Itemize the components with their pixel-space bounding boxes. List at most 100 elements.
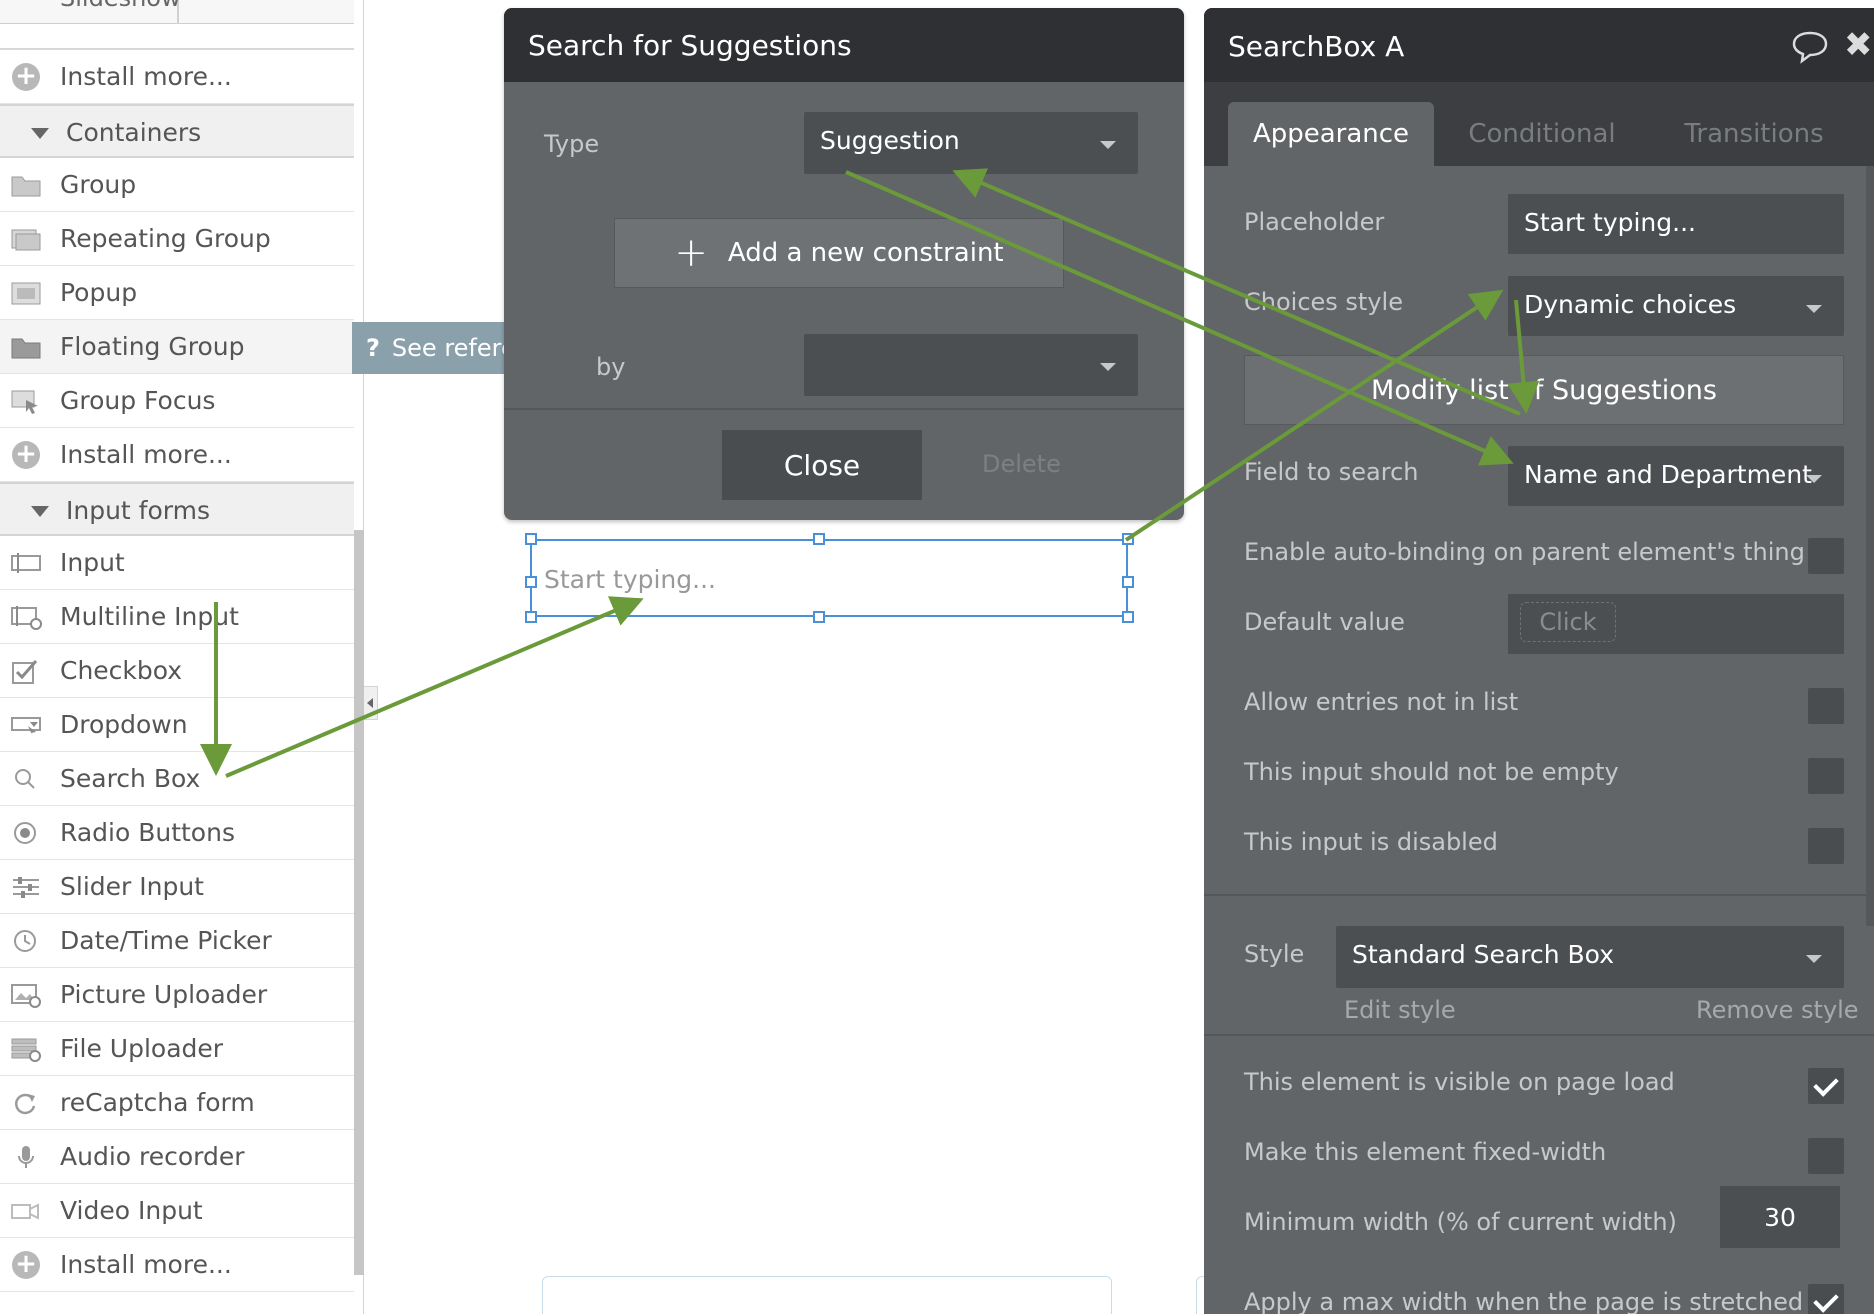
search-for-suggestions-dialog: Search for Suggestions Type Suggestion +… xyxy=(504,8,1184,520)
sidebar-item-video-input[interactable]: Video Input xyxy=(0,1184,354,1238)
sidebar-item-checkbox[interactable]: Checkbox xyxy=(0,644,354,698)
min-width-input[interactable]: 30 xyxy=(1720,1186,1840,1248)
resize-handle-top-right[interactable] xyxy=(1122,533,1134,545)
resize-handle-top-left[interactable] xyxy=(525,533,537,545)
sidebar-item-popup[interactable]: Popup xyxy=(0,266,354,320)
sidebar-item-floating-group[interactable]: Floating Group xyxy=(0,320,354,374)
sidebar-item-label: Multiline Input xyxy=(60,602,239,631)
sidebar-item-label: Search Box xyxy=(60,764,201,793)
section-header-containers[interactable]: Containers xyxy=(0,104,354,158)
divider xyxy=(1204,894,1874,896)
modify-list-button[interactable]: Modify list of Suggestions xyxy=(1244,355,1844,425)
sidebar-tab[interactable] xyxy=(178,0,354,24)
canvas-searchbox-element[interactable]: Start typing... xyxy=(530,539,1128,617)
dialog-header[interactable]: Search for Suggestions xyxy=(504,8,1184,82)
sidebar-tab[interactable] xyxy=(0,0,178,24)
sidebar-item-radio-buttons[interactable]: Radio Buttons xyxy=(0,806,354,860)
field-to-search-dropdown[interactable]: Name and Department xyxy=(1508,446,1844,506)
delete-button[interactable]: Delete xyxy=(982,450,1061,478)
disabled-checkbox[interactable] xyxy=(1808,828,1844,864)
sort-by-dropdown[interactable] xyxy=(804,334,1138,396)
resize-handle-bottom[interactable] xyxy=(813,611,825,623)
divider xyxy=(1204,1034,1874,1036)
resize-handle-bottom-right[interactable] xyxy=(1122,611,1134,623)
tab-conditional[interactable]: Conditional xyxy=(1468,119,1616,149)
clock-icon xyxy=(10,927,42,955)
close-button[interactable]: Close xyxy=(722,430,922,500)
tab-transitions[interactable]: Transitions xyxy=(1684,119,1824,149)
sidebar-item-file-uploader[interactable]: File Uploader xyxy=(0,1022,354,1076)
sidebar-item-date-time-picker[interactable]: Date/Time Picker xyxy=(0,914,354,968)
remove-style-link[interactable]: Remove style xyxy=(1696,996,1859,1024)
click-to-edit-pill[interactable]: Click xyxy=(1520,602,1616,642)
fixed-width-checkbox[interactable] xyxy=(1808,1138,1844,1174)
max-width-checkbox[interactable] xyxy=(1808,1284,1844,1314)
slider-icon xyxy=(10,873,42,901)
sidebar-item-group-focus[interactable]: Group Focus xyxy=(0,374,354,428)
panel-header[interactable]: SearchBox A ✖ xyxy=(1204,8,1874,82)
sidebar-item-recaptcha-form[interactable]: reCaptcha form xyxy=(0,1076,354,1130)
plus-icon: + xyxy=(674,230,708,276)
resize-handle-top[interactable] xyxy=(813,533,825,545)
type-dropdown[interactable]: Suggestion xyxy=(804,112,1138,174)
max-width-label: Apply a max width when the page is stret… xyxy=(1244,1288,1804,1314)
resize-handle-right[interactable] xyxy=(1122,576,1134,588)
sidebar-item-multiline-input[interactable]: Multiline Input xyxy=(0,590,354,644)
section-header-input-forms[interactable]: Input forms xyxy=(0,482,354,536)
panel-scrollbar[interactable] xyxy=(1866,166,1874,926)
plus-circle-icon: + xyxy=(10,441,42,469)
visible-on-load-checkbox[interactable] xyxy=(1808,1068,1844,1104)
tab-appearance[interactable]: Appearance xyxy=(1228,102,1434,166)
default-value-input[interactable]: Click xyxy=(1508,594,1844,654)
help-icon: ? xyxy=(366,334,380,362)
choices-style-dropdown[interactable]: Dynamic choices xyxy=(1508,276,1844,336)
canvas-element[interactable] xyxy=(542,1276,1112,1314)
sidebar-item-dropdown[interactable]: Dropdown xyxy=(0,698,354,752)
add-constraint-button[interactable]: + Add a new constraint xyxy=(614,218,1064,288)
chevron-down-icon xyxy=(1100,141,1116,149)
field-to-search-label: Field to search xyxy=(1244,458,1419,486)
style-label: Style xyxy=(1244,940,1305,968)
add-constraint-label: Add a new constraint xyxy=(727,238,1004,268)
close-icon[interactable]: ✖ xyxy=(1844,25,1873,65)
sidebar-scrollbar[interactable] xyxy=(354,530,364,1275)
checkbox-icon xyxy=(10,657,42,685)
resize-handle-bottom-left[interactable] xyxy=(525,611,537,623)
sidebar-item-audio-recorder[interactable]: Audio recorder xyxy=(0,1130,354,1184)
picture-uploader-icon xyxy=(10,981,42,1009)
not-empty-checkbox[interactable] xyxy=(1808,758,1844,794)
sidebar-item-install-more[interactable]: +Install more... xyxy=(0,50,354,104)
sidebar-item-input[interactable]: Input xyxy=(0,536,354,590)
sidebar-item-install-more[interactable]: +Install more... xyxy=(0,428,354,482)
collapse-sidebar-handle[interactable] xyxy=(364,686,378,720)
sidebar-item-label: Install more... xyxy=(60,1250,232,1279)
sort-by-label: by xyxy=(596,353,626,381)
input-icon xyxy=(10,549,42,577)
sidebar-item-label: Checkbox xyxy=(60,656,183,685)
comment-icon[interactable] xyxy=(1790,30,1830,64)
sidebar-top-tabs: Slideshow xyxy=(0,0,354,50)
placeholder-input[interactable]: Start typing... xyxy=(1508,194,1844,254)
divider xyxy=(504,408,1184,410)
min-width-label: Minimum width (% of current width) xyxy=(1244,1208,1677,1236)
choices-style-label: Choices style xyxy=(1244,288,1403,316)
file-uploader-icon xyxy=(10,1035,42,1063)
sidebar-item-repeating-group[interactable]: Repeating Group xyxy=(0,212,354,266)
sidebar-item-slideshow[interactable]: Slideshow xyxy=(60,0,181,12)
popup-icon xyxy=(10,279,42,307)
sidebar-item-label: File Uploader xyxy=(60,1034,224,1063)
placeholder-value: Start typing... xyxy=(1524,208,1696,237)
sidebar-item-install-more[interactable]: +Install more... xyxy=(0,1238,354,1292)
auto-binding-checkbox[interactable] xyxy=(1808,538,1844,574)
sidebar-item-search-box[interactable]: Search Box xyxy=(0,752,354,806)
allow-entries-checkbox[interactable] xyxy=(1808,688,1844,724)
sidebar-item-label: Input forms xyxy=(66,496,210,525)
sidebar-item-picture-uploader[interactable]: Picture Uploader xyxy=(0,968,354,1022)
edit-style-link[interactable]: Edit style xyxy=(1344,996,1456,1024)
sidebar-item-group[interactable]: Group xyxy=(0,158,354,212)
sidebar-item-slider-input[interactable]: Slider Input xyxy=(0,860,354,914)
type-label: Type xyxy=(544,130,600,158)
style-dropdown[interactable]: Standard Search Box xyxy=(1336,926,1844,988)
sidebar-item-label: Group Focus xyxy=(60,386,216,415)
resize-handle-left[interactable] xyxy=(525,576,537,588)
